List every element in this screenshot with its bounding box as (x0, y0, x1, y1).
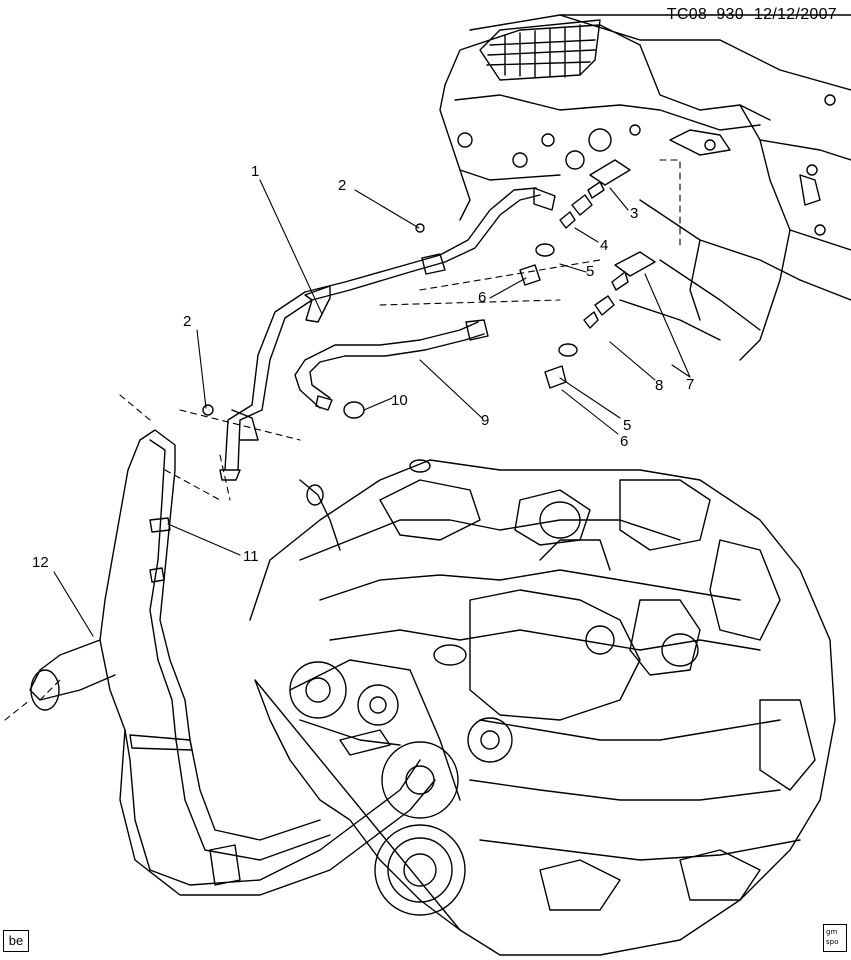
callout-11: 11 (243, 548, 259, 565)
callout-7: 7 (686, 376, 694, 393)
heater-hose-lower (294, 319, 489, 411)
callout-1: 1 (251, 163, 259, 180)
gm-spo-logo-icon: gm spo (823, 924, 847, 952)
engine-assembly (249, 459, 836, 956)
callout-2: 2 (183, 313, 191, 330)
callout-4: 4 (600, 237, 608, 254)
logo-text-top: gm (826, 928, 838, 936)
callout-6: 6 (478, 289, 486, 306)
heater-hose-upper (219, 187, 556, 481)
callout-9: 9 (481, 412, 489, 429)
firewall-structure (439, 14, 851, 361)
corner-code-box: be (3, 930, 29, 952)
quick-connect-fittings (202, 159, 656, 416)
callout-8: 8 (655, 377, 663, 394)
callout-2: 2 (338, 177, 346, 194)
figure-header: TC08–930 12/12/2007 (657, 6, 837, 24)
leader-lines (4, 159, 691, 721)
figure-code: TC08–930 (666, 6, 744, 23)
callout-12: 12 (32, 554, 49, 571)
callout-3: 3 (630, 205, 638, 222)
coolant-tubes (29, 429, 436, 896)
callout-labels: 1 2 2 3 4 5 5 6 6 7 8 9 10 11 12 (32, 163, 694, 571)
figure-date: 12/12/2007 (753, 6, 837, 23)
callout-6: 6 (620, 433, 628, 450)
hose-clamp (343, 401, 365, 419)
callout-10: 10 (391, 392, 408, 409)
logo-text-bottom: spo (826, 938, 839, 946)
callout-5: 5 (623, 417, 631, 434)
callout-5: 5 (586, 263, 594, 280)
